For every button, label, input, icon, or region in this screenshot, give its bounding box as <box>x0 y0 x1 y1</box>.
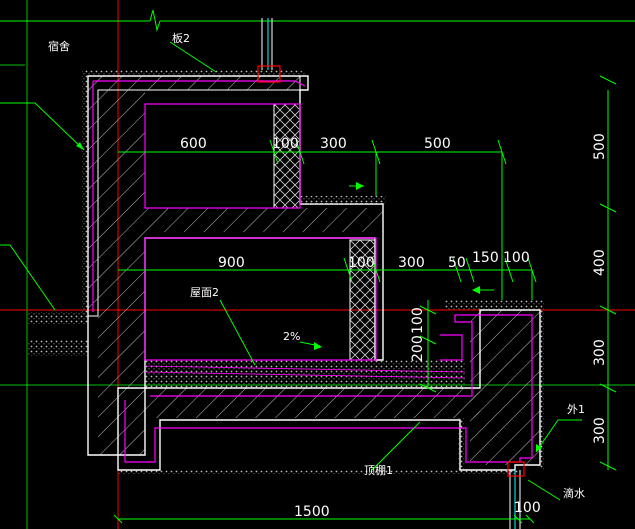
dim-100-vert: 100 <box>410 307 426 334</box>
dim-500-right: 500 <box>592 133 608 160</box>
dim-150: 150 <box>472 250 499 266</box>
room-label: 宿舍 <box>48 39 70 53</box>
dim-200-vert: 200 <box>410 335 426 362</box>
dim-1500: 1500 <box>294 504 330 520</box>
annotation-labels: 宿舍 板2 屋面2 2% 顶棚1 外1 滴水 <box>48 31 585 500</box>
window-top <box>257 18 281 83</box>
dim-400-right: 400 <box>592 249 608 276</box>
dim-100-top: 100 <box>272 136 299 152</box>
dim-300-right-a: 300 <box>592 339 608 366</box>
ext-note-label: 外1 <box>567 403 585 416</box>
dim-100-right: 100 <box>503 250 530 266</box>
soffit-note-label: 顶棚1 <box>364 463 393 477</box>
dim-300-top: 300 <box>320 136 347 152</box>
dim-100-mid: 100 <box>348 255 375 271</box>
dimension-lines <box>113 75 617 524</box>
slope-label: 2% <box>283 330 300 343</box>
dimension-texts: 600 100 300 500 900 100 300 50 150 100 2… <box>180 133 608 520</box>
roof-note-label: 屋面2 <box>190 286 219 299</box>
dim-600: 600 <box>180 136 207 152</box>
dim-50: 50 <box>448 255 466 271</box>
dim-100-bottom: 100 <box>514 500 541 516</box>
dim-300-mid: 300 <box>398 255 425 271</box>
wall-note-label: 板2 <box>172 31 190 45</box>
arrow-heads <box>76 142 542 452</box>
finish-lines <box>92 80 533 463</box>
drip-note-label: 滴水 <box>563 486 585 500</box>
dim-900: 900 <box>218 255 245 271</box>
dim-300-right-b: 300 <box>592 417 608 444</box>
dim-500-top: 500 <box>424 136 451 152</box>
wall-section <box>28 70 544 474</box>
